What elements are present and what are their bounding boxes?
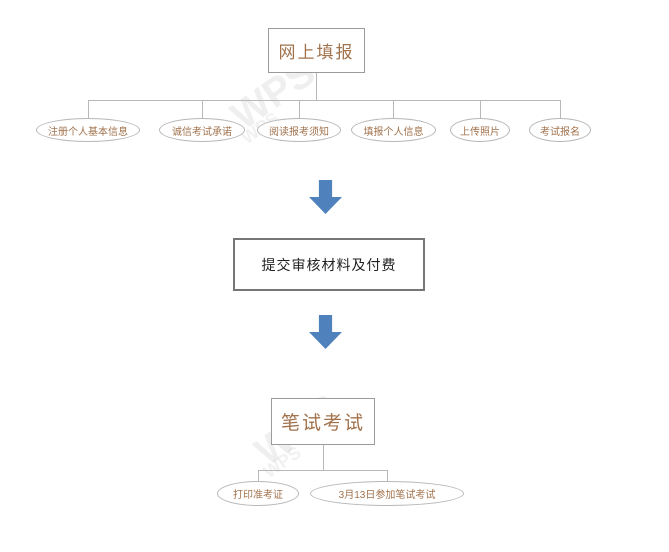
node-register-basic-info: 注册个人基本信息 xyxy=(36,118,140,142)
node-submit-materials-pay: 提交审核材料及付费 xyxy=(233,238,425,291)
connector-line xyxy=(258,470,259,481)
connector-line xyxy=(393,100,394,118)
node-print-admission-ticket: 打印准考证 xyxy=(217,481,299,506)
down-arrow-icon xyxy=(309,315,342,349)
connector-line xyxy=(88,100,561,101)
connector-line xyxy=(560,100,561,118)
connector-line xyxy=(316,73,317,100)
node-upload-photo: 上传照片 xyxy=(450,118,510,142)
connector-line xyxy=(258,470,388,471)
connector-line xyxy=(387,470,388,481)
node-read-exam-notice: 阅读报考须知 xyxy=(257,118,341,142)
connector-line xyxy=(299,100,300,118)
node-fill-personal-info: 填报个人信息 xyxy=(351,118,436,142)
wps-watermark: WPS xyxy=(259,442,305,483)
node-take-exam-march13: 3月13日参加笔试考试 xyxy=(310,481,464,506)
node-exam-signup: 考试报名 xyxy=(529,118,591,142)
connector-line xyxy=(323,445,324,470)
connector-line xyxy=(202,100,203,118)
connector-line xyxy=(88,100,89,118)
node-integrity-commitment: 诚信考试承诺 xyxy=(159,118,245,142)
down-arrow-icon xyxy=(309,180,342,214)
node-written-exam: 笔试考试 xyxy=(271,398,375,445)
connector-line xyxy=(480,100,481,118)
node-online-registration: 网上填报 xyxy=(268,28,365,73)
